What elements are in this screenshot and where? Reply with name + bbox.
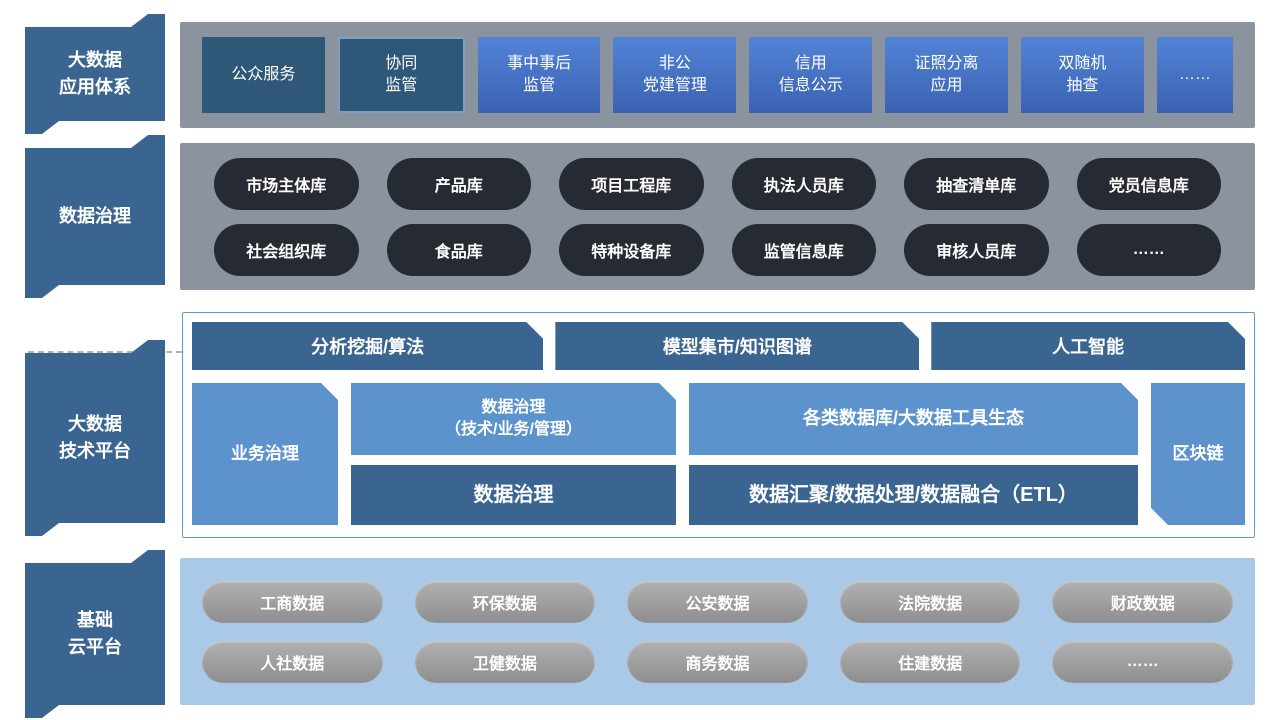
business-governance-box: 业务治理 — [192, 383, 338, 525]
app-layer-container: 公众服务 协同 监管 事中事后 监管 非公 党建管理 信用 信息公示 证照分离 … — [180, 22, 1255, 128]
etl-box: 数据汇聚/数据处理/数据融合（ETL） — [689, 465, 1138, 525]
data-pill-grid: 工商数据 环保数据 公安数据 法院数据 财政数据 人社数据 卫健数据 商务数据 … — [180, 558, 1255, 705]
database-pill: 食品库 — [386, 223, 531, 276]
app-box: 非公 党建管理 — [613, 37, 737, 113]
platform-capability-box: 分析挖掘/算法 — [192, 322, 543, 370]
database-pill: 特种设备库 — [559, 223, 704, 276]
database-pill: 项目工程库 — [559, 157, 704, 210]
cloud-layer-container: 工商数据 环保数据 公安数据 法院数据 财政数据 人社数据 卫健数据 商务数据 … — [180, 558, 1255, 705]
app-box: 信用 信息公示 — [749, 37, 873, 113]
app-box-ellipsis: …… — [1156, 37, 1233, 113]
app-box: 双随机 抽查 — [1020, 37, 1144, 113]
database-pill: 产品库 — [386, 157, 531, 210]
database-pill-grid: 市场主体库 产品库 项目工程库 执法人员库 抽查清单库 党员信息库 社会组织库 … — [180, 143, 1255, 290]
app-box: 公众服务 — [202, 37, 325, 113]
platform-capability-box: 人工智能 — [931, 322, 1245, 370]
layer-label-cloud: 基础 云平台 — [25, 550, 165, 718]
app-box: 协同 监管 — [337, 37, 465, 113]
app-box-row: 公众服务 协同 监管 事中事后 监管 非公 党建管理 信用 信息公示 证照分离 … — [180, 22, 1255, 128]
blockchain-box: 区块链 — [1151, 383, 1245, 525]
data-pill: 财政数据 — [1052, 580, 1233, 623]
app-box: 事中事后 监管 — [477, 37, 601, 113]
data-pill: 住建数据 — [839, 640, 1021, 683]
governance-layer-container: 市场主体库 产品库 项目工程库 执法人员库 抽查清单库 党员信息库 社会组织库 … — [180, 143, 1255, 290]
data-pill: 卫健数据 — [414, 640, 596, 683]
database-pill: 抽查清单库 — [904, 157, 1049, 210]
data-pill: 法院数据 — [839, 580, 1021, 623]
database-pill: 审核人员库 — [904, 223, 1049, 276]
platform-top-row: 分析挖掘/算法 模型集市/知识图谱 人工智能 — [192, 322, 1245, 370]
data-pill: 环保数据 — [414, 580, 596, 623]
platform-layer-container: 分析挖掘/算法 模型集市/知识图谱 人工智能 业务治理 数据治理 （技术/业务/… — [182, 312, 1255, 538]
data-governance-box: 数据治理 — [351, 465, 676, 525]
data-pill-ellipsis: …… — [1052, 640, 1233, 683]
data-governance-detail-box: 数据治理 （技术/业务/管理） — [351, 383, 676, 455]
data-pill: 公安数据 — [627, 580, 808, 623]
database-pill: 监管信息库 — [731, 223, 876, 276]
layer-label-platform: 大数据 技术平台 — [25, 340, 165, 536]
platform-grid: 业务治理 数据治理 （技术/业务/管理） 各类数据库/大数据工具生态 区块链 数… — [192, 383, 1245, 525]
layer-label-governance: 数据治理 — [25, 135, 165, 298]
database-pill: 社会组织库 — [214, 223, 359, 276]
database-pill: 党员信息库 — [1076, 157, 1221, 210]
data-pill: 人社数据 — [202, 640, 383, 683]
data-pill: 商务数据 — [627, 640, 808, 683]
database-tools-box: 各类数据库/大数据工具生态 — [689, 383, 1138, 455]
database-pill: 市场主体库 — [214, 157, 359, 210]
database-pill-ellipsis: …… — [1076, 223, 1221, 276]
data-pill: 工商数据 — [202, 580, 383, 623]
database-pill: 执法人员库 — [731, 157, 876, 210]
connector-dashed-line — [28, 351, 182, 353]
app-box: 证照分离 应用 — [885, 37, 1008, 113]
layer-label-app: 大数据 应用体系 — [25, 14, 165, 134]
platform-capability-box: 模型集市/知识图谱 — [555, 322, 919, 370]
